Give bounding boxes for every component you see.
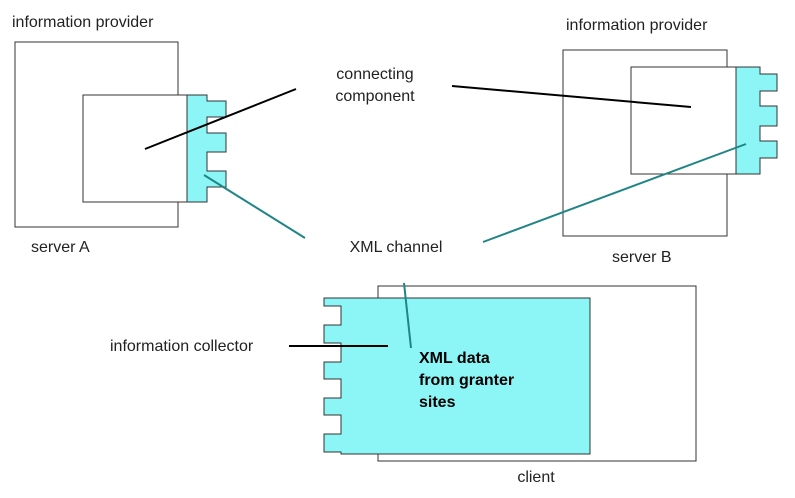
connector-line-b: [451, 85, 692, 108]
client-label: client: [517, 469, 555, 486]
server-b-component: [630, 66, 737, 175]
connecting-component-label: connecting component: [335, 66, 415, 105]
provider-a-label: information provider: [12, 14, 154, 31]
xml-data-line2: from granter: [419, 372, 514, 389]
client-collector-plug: [323, 297, 591, 455]
xml-data-line3: sites: [419, 394, 456, 411]
xml-data-line1: XML data: [419, 350, 490, 367]
server-b: information provider server B: [562, 17, 778, 266]
connecting-label-line2: component: [335, 88, 415, 105]
connector-line-a: [144, 88, 297, 150]
server-a-component: [82, 94, 188, 203]
xml-channel-line-client: [403, 282, 412, 349]
connecting-label-line1: connecting: [336, 66, 413, 83]
server-b-connector-plug: [735, 66, 778, 175]
server-a-label: server A: [31, 239, 90, 256]
xml-channel-label: XML channel: [350, 239, 443, 256]
xml-channel-line-b: [482, 143, 747, 243]
xml-channel-line-a: [203, 174, 306, 239]
collector-label: information collector: [110, 338, 254, 355]
server-b-label: server B: [612, 249, 672, 266]
provider-b-label: information provider: [566, 17, 708, 34]
client: XML data from granter sites client: [323, 285, 697, 486]
server-a-connector-plug: [186, 94, 227, 203]
server-a: information provider server A: [12, 14, 227, 256]
